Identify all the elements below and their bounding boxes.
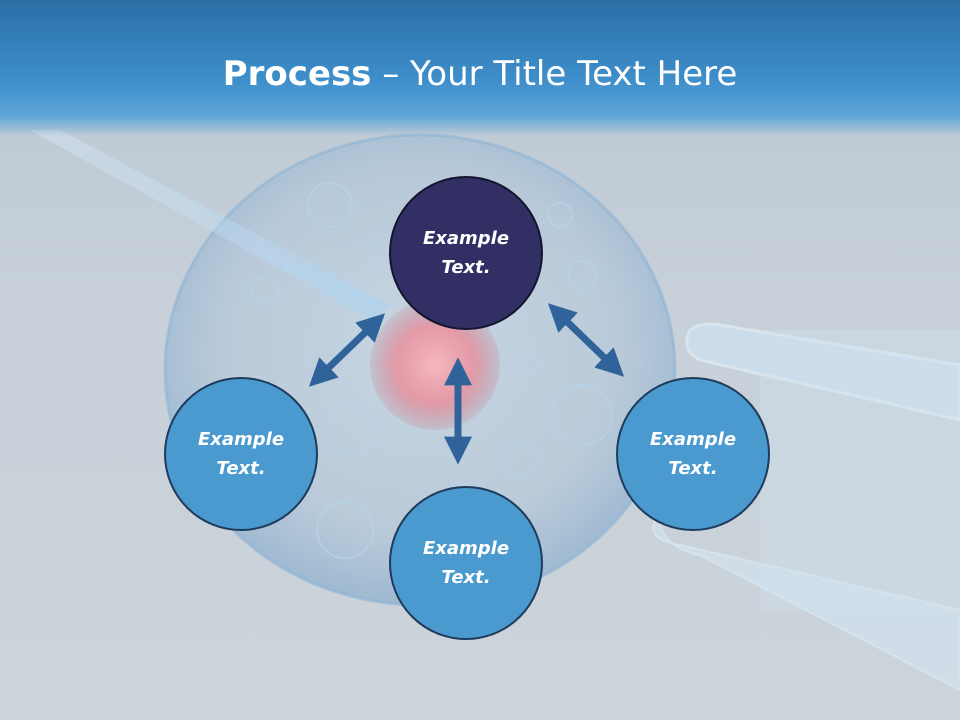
title-bar	[0, 0, 960, 136]
node-top-label: Example Text.	[422, 228, 510, 278]
node-right-label: Example Text.	[649, 429, 737, 479]
node-top: Example Text.	[389, 176, 543, 330]
node-left: Example Text.	[164, 377, 318, 531]
title-bold: Process	[222, 54, 372, 94]
node-right: Example Text.	[616, 377, 770, 531]
node-bottom-label: Example Text.	[422, 538, 510, 588]
title-rest: – Your Title Text Here	[371, 54, 738, 94]
slide-title: Process – Your Title Text Here	[0, 50, 960, 98]
node-bottom: Example Text.	[389, 486, 543, 640]
node-left-label: Example Text.	[197, 429, 285, 479]
